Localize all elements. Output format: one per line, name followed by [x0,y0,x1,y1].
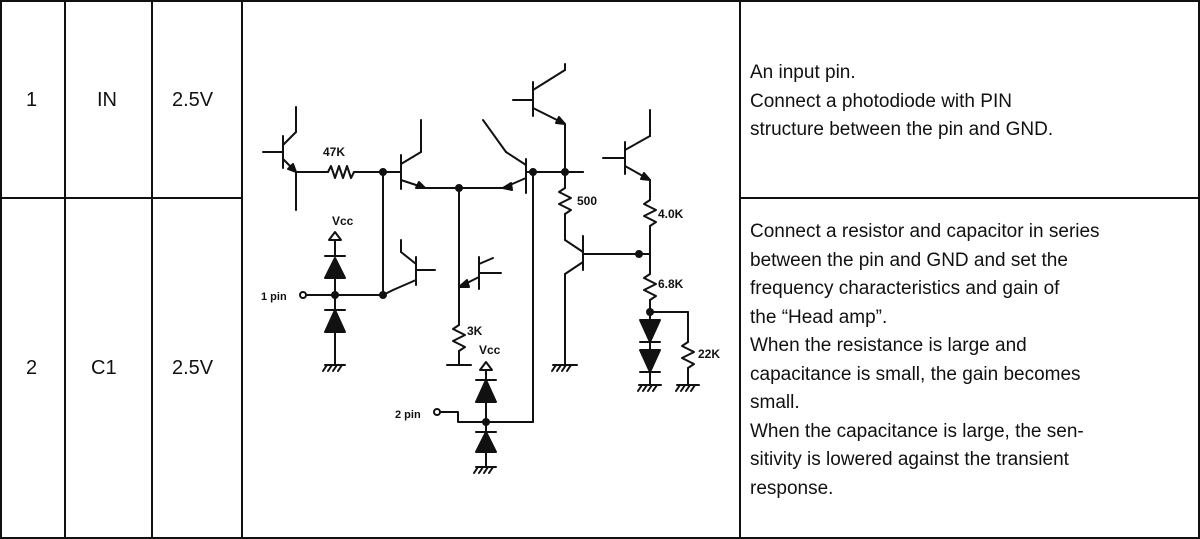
row-divider-left [0,197,243,199]
diode-d1 [324,257,346,279]
ground-symbol-2 [473,466,497,474]
resistor-22k [681,341,695,369]
ground-symbol-4 [675,384,700,392]
pin-number-1: 1 [26,89,38,111]
ground-symbol-1 [322,364,346,372]
ground-symbol-3 [551,364,578,372]
transistor-q6 [512,63,566,173]
pin-description-1: An input pin. Connect a photodiode with … [750,59,1053,145]
row-divider-right [740,197,1200,199]
diode-d3 [475,379,497,403]
diode-d4 [475,431,497,453]
pin-description-2: Connect a resistor and capacitor in seri… [750,218,1100,503]
description-line: When the capacitance is large, the sen- [750,420,1084,442]
description-line: An input pin. [750,62,856,83]
pin-number-2: 2 [26,357,38,379]
table-border-top [0,0,1200,2]
resistor-4k0 [643,199,657,227]
transistor-q5 [458,256,502,290]
diode-d2 [324,309,346,333]
table-border-left [0,0,2,539]
description-line: small. [750,392,800,413]
resistor-6k8 [643,273,657,301]
transistor-q3 [482,119,564,194]
table-border-bottom [0,537,1200,539]
description-line: When the resistance is large and [750,335,1027,356]
pin-voltage-2: 2.5V [172,357,214,379]
diode-d5 [639,319,661,343]
pin-voltage-1: 2.5V [172,89,214,111]
resistor-47k-label: 47K [323,145,345,159]
transistor-q7 [564,235,640,365]
pin-symbol-2: C1 [91,357,117,379]
resistor-6k8-label: 6.8K [658,277,684,291]
description-line: response. [750,477,834,499]
description-line: frequency characteristics and gain of [750,278,1060,299]
description-line: sitivity is lowered against the transien… [750,449,1069,470]
vcc-symbol-1 [328,231,342,241]
vcc-label-2: Vcc [479,343,501,357]
pin2-label: 2 pin [395,409,421,421]
resistor-500-label: 500 [577,194,597,208]
description-line: Connect a resistor and capacitor in seri… [750,221,1100,242]
resistor-4k0-label: 4.0K [658,207,684,221]
resistor-47k [327,165,355,179]
ground-symbol-5 [637,384,662,392]
resistor-3k-label: 3K [467,324,483,338]
transistor-q2 [382,119,426,190]
pin-symbol-1: IN [97,89,117,111]
transistor-q4 [382,239,436,296]
description-line: capacitance is small, the gain becomes [750,363,1081,385]
resistor-500 [558,187,572,215]
description-line: Connect a photodiode with PIN [750,90,1012,112]
description-line: the “Head amp”. [750,306,888,328]
transistor-q1 [262,106,297,211]
vcc-symbol-2 [479,361,493,371]
description-line: structure between the pin and GND. [750,119,1054,140]
resistor-3k [452,324,466,352]
column-divider-2 [151,0,153,539]
resistor-22k-label: 22K [698,347,720,361]
column-divider-4 [739,0,741,539]
column-divider-3 [241,0,243,539]
pin1-label: 1 pin [261,291,287,303]
transistor-q8 [602,109,651,201]
diode-d6 [639,349,661,373]
vcc-label-1: Vcc [332,214,354,228]
description-line: between the pin and GND and set the [750,249,1068,271]
column-divider-1 [64,0,66,539]
table-border-right [1198,0,1200,539]
equivalent-circuit-schematic: Vcc 1 pin [261,63,720,474]
